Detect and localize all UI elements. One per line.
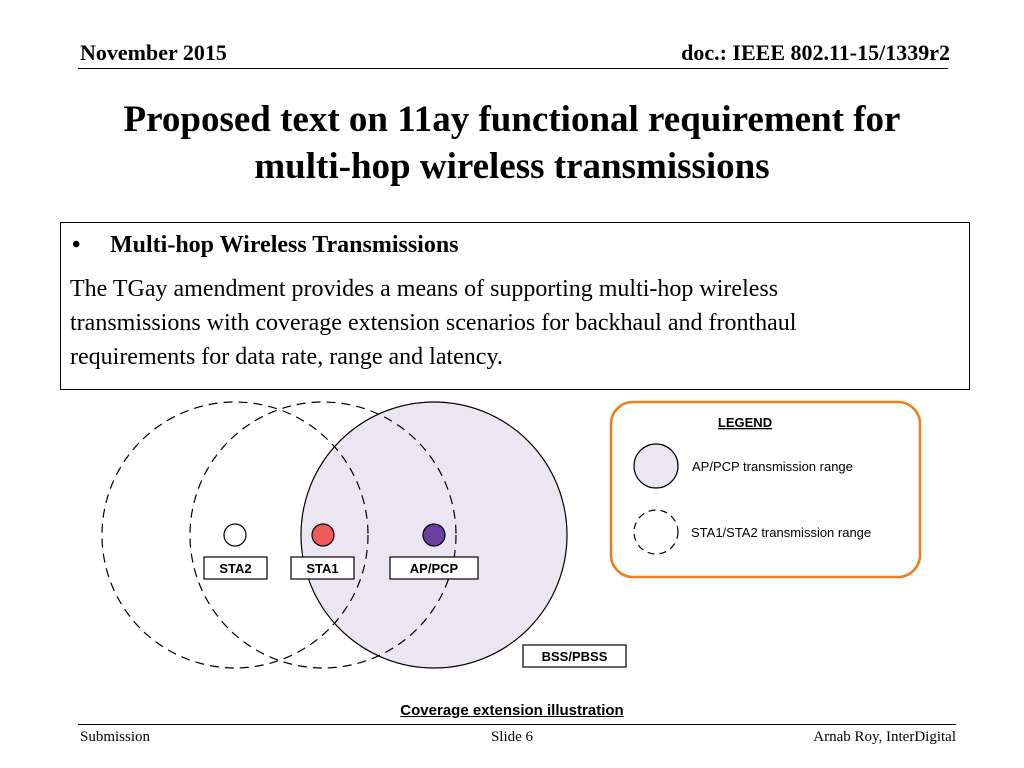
ap-node [422,523,446,547]
legend-title: LEGEND [718,415,772,430]
header-doc-id: doc.: IEEE 802.11-15/1339r2 [681,40,950,65]
sta2-range-circle [101,401,369,669]
requirement-paragraph: The TGay amendment provides a means of s… [70,272,950,374]
bullet-heading: Multi-hop Wireless Transmissions [110,232,459,258]
content-box [60,222,970,390]
legend-ap-range-label: AP/PCP transmission range [692,459,853,474]
legend-sta-range-label: STA1/STA2 transmission range [691,525,871,540]
slide-title-line-1: Proposed text on 11ay functional require… [123,99,901,140]
coverage-diagram: STA2 STA1 AP/PCP BSS/PBSS LEGEND AP/PCP … [101,400,922,669]
slide-title: Proposed text on 11ay functional require… [40,96,984,190]
footer-author: Arnab Roy, InterDigital [813,729,956,745]
footer-left: Submission [80,729,151,745]
footer-divider [78,724,956,725]
sta1-label-box [290,556,355,580]
sta1-range-circle [189,401,457,669]
header-date: November 2015 [80,40,227,65]
legend-ap-range-swatch [633,443,679,489]
legend-box [609,400,922,579]
paragraph-line-3: requirements for data rate, range and la… [70,344,503,370]
ap-label-box [389,556,479,580]
sta1-node [311,523,335,547]
slide-title-line-2: multi-hop wireless transmissions [254,146,770,187]
diagram-caption: Coverage extension illustration [400,702,624,719]
sta2-node [223,523,247,547]
header-divider [78,68,948,69]
paragraph-line-2: transmissions with coverage extension sc… [70,310,797,336]
ap-label: AP/PCP [410,561,459,576]
bss-label-box [522,644,627,668]
sta1-label: STA1 [306,561,338,576]
legend-sta-range-swatch [633,509,679,555]
slide-number: Slide 6 [490,729,534,745]
sta2-label-box [203,556,268,580]
paragraph-line-1: The TGay amendment provides a means of s… [70,276,779,302]
bss-label: BSS/PBSS [542,649,608,664]
bullet-marker: • [72,232,81,258]
sta2-label: STA2 [219,561,251,576]
